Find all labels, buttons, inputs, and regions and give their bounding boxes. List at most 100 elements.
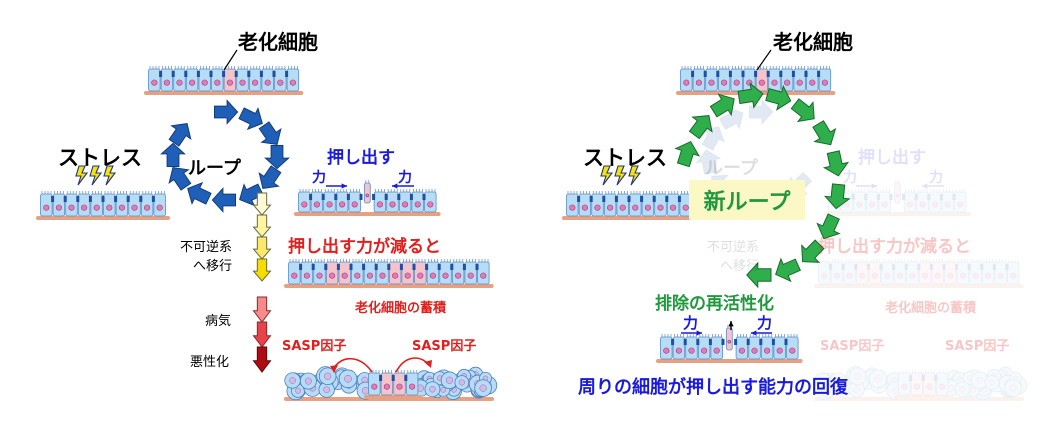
nucleus (176, 79, 183, 86)
nucleus (366, 272, 373, 279)
nucleus (131, 204, 138, 211)
cell-junction (876, 194, 880, 200)
cell-junction (437, 264, 441, 270)
nucleus (480, 272, 487, 279)
basement-membrane (894, 395, 953, 399)
accumulated-cell (864, 369, 879, 384)
nucleus (789, 347, 796, 354)
nucleus (796, 79, 803, 86)
nucleus (252, 79, 259, 86)
accumulated-cell (816, 381, 836, 401)
cell-junction (696, 339, 700, 345)
epithelial-cell (759, 334, 774, 360)
accumulated-cell (966, 382, 981, 397)
nucleus (751, 347, 758, 354)
accumulated-cell (977, 382, 991, 397)
epithelial-cell (902, 189, 917, 213)
accumulated-nucleus (851, 371, 860, 380)
arrow-head (871, 183, 877, 189)
accumulated-nucleus (853, 386, 861, 394)
nucleus (351, 201, 358, 208)
epithelial-cell (817, 66, 832, 92)
epithelial-cell (577, 191, 592, 217)
loop-arrow (775, 257, 801, 283)
new-loop-label: 新ループ (703, 190, 791, 215)
nucleus (402, 201, 409, 208)
left-reduced-push-label: 押し出す力が減ると (288, 237, 441, 257)
loop-arrow (211, 187, 236, 213)
cell-junction (63, 196, 67, 202)
arrow-head (922, 183, 928, 189)
accumulated-nucleus (996, 373, 1003, 380)
nucleus (688, 347, 695, 354)
epithelial-cell (384, 189, 399, 213)
aged-cell (929, 259, 944, 285)
cell-junction (771, 339, 775, 345)
accumulated-cell (998, 374, 1018, 393)
cell-junction (589, 196, 593, 202)
cell-junction (184, 71, 188, 77)
epithelial-cell (671, 334, 686, 360)
epithelial-cell (602, 191, 617, 217)
epithelial-cell (362, 259, 377, 285)
accumulated-nucleus (838, 384, 847, 392)
epithelial-cell (677, 191, 692, 217)
nucleus (326, 201, 333, 208)
accumulated-cell (852, 377, 867, 391)
loop-arrow (168, 123, 192, 147)
accumulated-cell (959, 378, 975, 395)
basement-membrane (36, 216, 170, 220)
accumulated-nucleus (479, 384, 487, 392)
epithelial-cell (934, 370, 949, 396)
epithelial-cell (63, 191, 78, 217)
accumulated-cell (946, 371, 961, 386)
accumulated-nucleus (819, 377, 826, 384)
cell-junction (864, 194, 868, 200)
nucleus (776, 347, 783, 354)
epithelial-cell (272, 66, 287, 92)
epithelial-cell (288, 259, 301, 285)
accumulated-cell (848, 381, 865, 398)
cell-junction (346, 194, 350, 200)
epithelial-cell (450, 259, 465, 285)
loop-arrow (214, 99, 239, 125)
basement-membrane (562, 216, 696, 220)
sasp-curve-right (395, 357, 429, 373)
nucleus (701, 347, 708, 354)
cell-junction (904, 264, 908, 270)
cell-junction (614, 196, 618, 202)
loop-arrow (801, 239, 825, 263)
accumulated-nucleus (837, 383, 843, 389)
cell-junction (462, 264, 466, 270)
lightning-icon (600, 165, 614, 186)
nucleus (809, 79, 816, 86)
accumulated-nucleus (1012, 375, 1019, 381)
accumulated-nucleus (950, 374, 958, 382)
epithelial-cell (879, 259, 894, 285)
accumulated-nucleus (820, 376, 827, 383)
accumulated-nucleus (445, 376, 454, 384)
lightning-icon (614, 165, 628, 186)
nucleus (713, 347, 720, 354)
loop-arrow (239, 183, 264, 207)
nucleus (392, 272, 399, 279)
loop-arrow (790, 98, 815, 123)
cell-junction (934, 375, 938, 381)
epithelial-cell (904, 259, 919, 285)
epithelial-cell (88, 191, 103, 217)
accumulated-nucleus (834, 377, 842, 385)
epithelial-cell (892, 259, 907, 285)
accumulated-cell (959, 383, 975, 399)
nucleus (721, 79, 728, 86)
nucleus (607, 204, 614, 211)
arrow-head (341, 183, 347, 189)
accumulated-nucleus (837, 384, 843, 391)
cell-junction (854, 264, 858, 270)
accumulated-cell (873, 372, 889, 388)
epithelial-cell (299, 259, 314, 285)
epithelial-cell (40, 191, 53, 217)
nucleus (303, 272, 310, 279)
accumulated-nucleus (323, 386, 331, 394)
loop-arrow (187, 181, 212, 205)
cell-junction (914, 194, 918, 200)
